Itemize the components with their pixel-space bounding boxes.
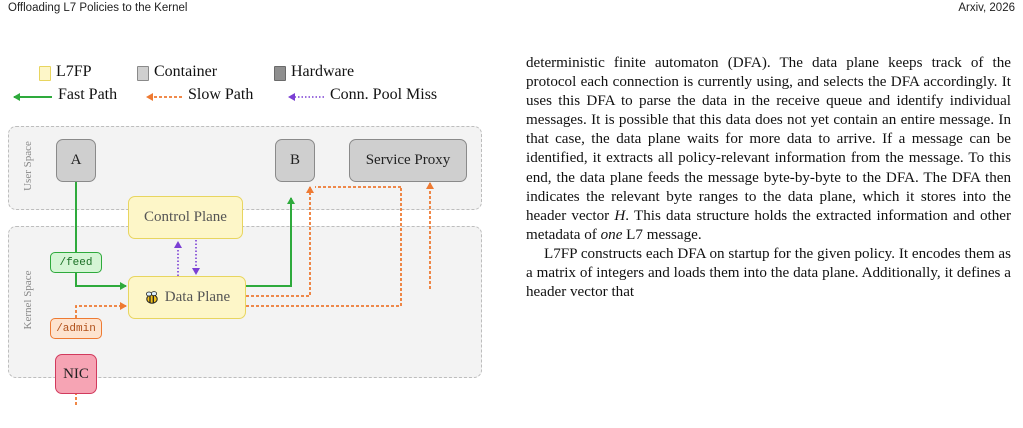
- body-text-column: deterministic finite automaton (DFA). Th…: [526, 54, 1011, 302]
- container-b-box: B: [275, 139, 315, 182]
- legend-swatch-l7fp: [39, 66, 51, 81]
- nic-box: NIC: [55, 354, 97, 394]
- architecture-figure: L7FP Container Hardware Fast Path Slow P…: [0, 0, 500, 428]
- slow-path-data-plane-to-b: [246, 186, 314, 297]
- control-plane-box: Control Plane: [128, 196, 243, 239]
- running-header: Offloading L7 Policies to the Kernel Arx…: [8, 2, 1015, 20]
- legend-swatch-container: [137, 66, 149, 81]
- container-a-box: A: [56, 139, 96, 182]
- body-paragraph-2: L7FP constructs each DFA on startup for …: [526, 245, 1011, 301]
- legend-label-container: Container: [154, 63, 218, 80]
- paragraph-1-end: L7 message.: [622, 226, 702, 243]
- paragraph-1-mid: . This data structure holds the extracte…: [526, 207, 1011, 243]
- legend-label-conn-pool-miss: Conn. Pool Miss: [330, 86, 438, 103]
- slow-path-admin-to-data-plane: [75, 302, 127, 318]
- legend-label-fast-path: Fast Path: [58, 86, 118, 103]
- paper-title-header: Offloading L7 Policies to the Kernel: [8, 2, 188, 14]
- arrows-layer: [13, 93, 434, 405]
- body-paragraph-1: deterministic finite automaton (DFA). Th…: [526, 54, 1011, 245]
- paragraph-1-variable: H: [614, 207, 626, 224]
- service-proxy-box: Service Proxy: [349, 139, 467, 182]
- legend-label-slow-path: Slow Path: [188, 86, 254, 103]
- slow-path-data-plane-to-service-proxy: [246, 187, 402, 307]
- legend-swatch-hardware: [274, 66, 286, 81]
- data-plane-label: Data Plane: [164, 289, 231, 305]
- venue-header: Arxiv, 2026: [958, 2, 1015, 14]
- bee-icon: [144, 290, 160, 305]
- legend-label-hardware: Hardware: [291, 63, 355, 80]
- legend-label-l7fp: L7FP: [56, 63, 92, 80]
- paragraph-1-text: deterministic finite automaton (DFA). Th…: [526, 55, 1011, 224]
- data-plane-box: Data Plane: [128, 276, 246, 319]
- paragraph-1-emphasis: one: [600, 226, 623, 243]
- fast-path-a-to-data-plane: [75, 182, 127, 290]
- feed-request-tag: /feed: [50, 252, 102, 273]
- admin-request-tag: /admin: [50, 318, 102, 339]
- fast-path-data-plane-to-b: [246, 197, 295, 287]
